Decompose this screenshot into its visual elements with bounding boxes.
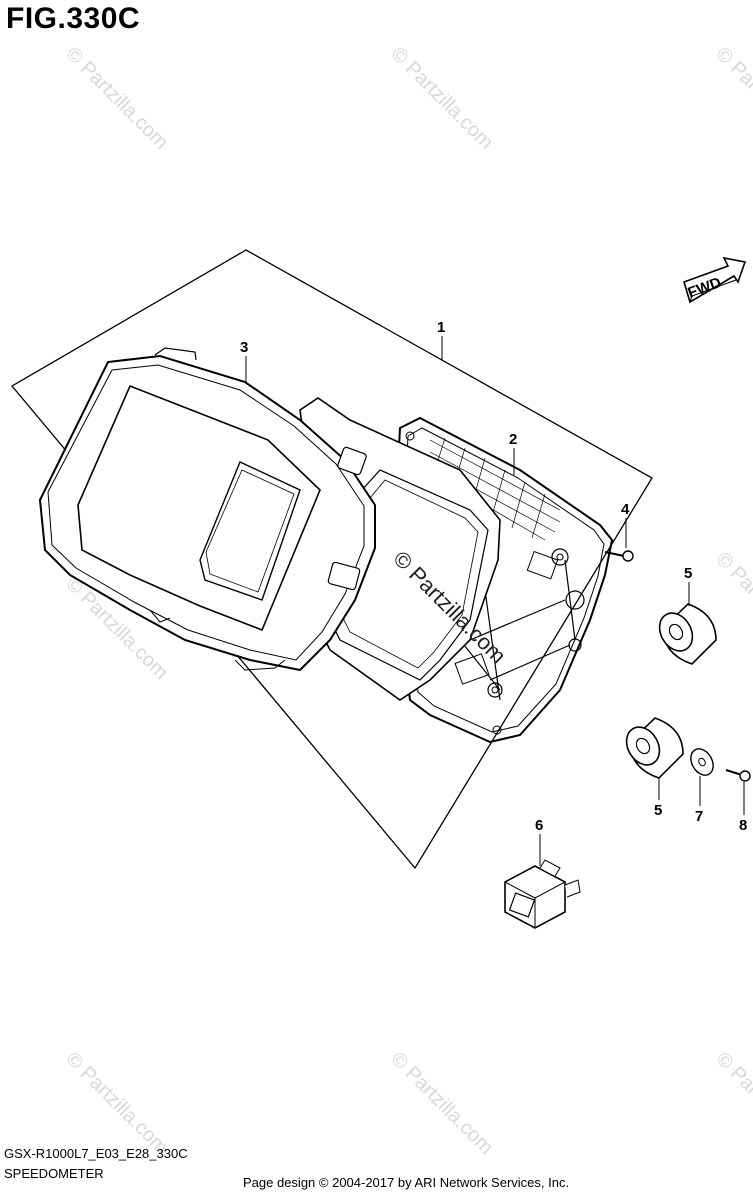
leader-lines bbox=[245, 336, 745, 866]
callout-2: 2 bbox=[509, 431, 517, 448]
copyright-text: Page design © 2004-2017 by ARI Network S… bbox=[243, 1175, 570, 1190]
watermark-text: © Partzilla.com bbox=[711, 1048, 753, 1159]
grommet-part-5-upper bbox=[658, 603, 717, 665]
callout-3: 3 bbox=[240, 339, 248, 356]
callout-labels: 1 2 3 4 5 5 6 7 8 bbox=[240, 319, 747, 834]
front-meter bbox=[38, 347, 376, 672]
callout-6: 6 bbox=[535, 817, 543, 834]
figure-code: GSX-R1000L7_E03_E28_330C bbox=[4, 1146, 188, 1161]
assembly-outline bbox=[11, 249, 653, 870]
fwd-label: FWD bbox=[686, 274, 724, 302]
callout-5-lower: 5 bbox=[654, 802, 662, 819]
watermark-text: © Partzilla.com bbox=[61, 1048, 172, 1159]
callout-8: 8 bbox=[739, 817, 747, 834]
callout-1: 1 bbox=[437, 319, 445, 336]
callout-4: 4 bbox=[621, 501, 630, 518]
figure-title: FIG.330C bbox=[6, 2, 141, 35]
watermark-text: © Partzilla.com bbox=[711, 43, 753, 154]
screw-part-8 bbox=[725, 769, 751, 782]
figure-name: SPEEDOMETER bbox=[4, 1166, 104, 1181]
washer-part-7 bbox=[690, 748, 714, 776]
fwd-arrow: FWD bbox=[683, 256, 747, 304]
callout-5-upper: 5 bbox=[684, 565, 692, 582]
watermark-text: © Partzilla.com bbox=[386, 1048, 497, 1159]
watermark-text: © Partzilla.com bbox=[711, 548, 753, 659]
grommet-part-5-lower bbox=[625, 717, 684, 779]
watermark-text: © Partzilla.com bbox=[386, 43, 497, 154]
callout-7: 7 bbox=[695, 808, 703, 825]
connector-part-6 bbox=[504, 859, 581, 929]
screw-part-4 bbox=[604, 550, 634, 562]
watermark-text: © Partzilla.com bbox=[61, 43, 172, 154]
